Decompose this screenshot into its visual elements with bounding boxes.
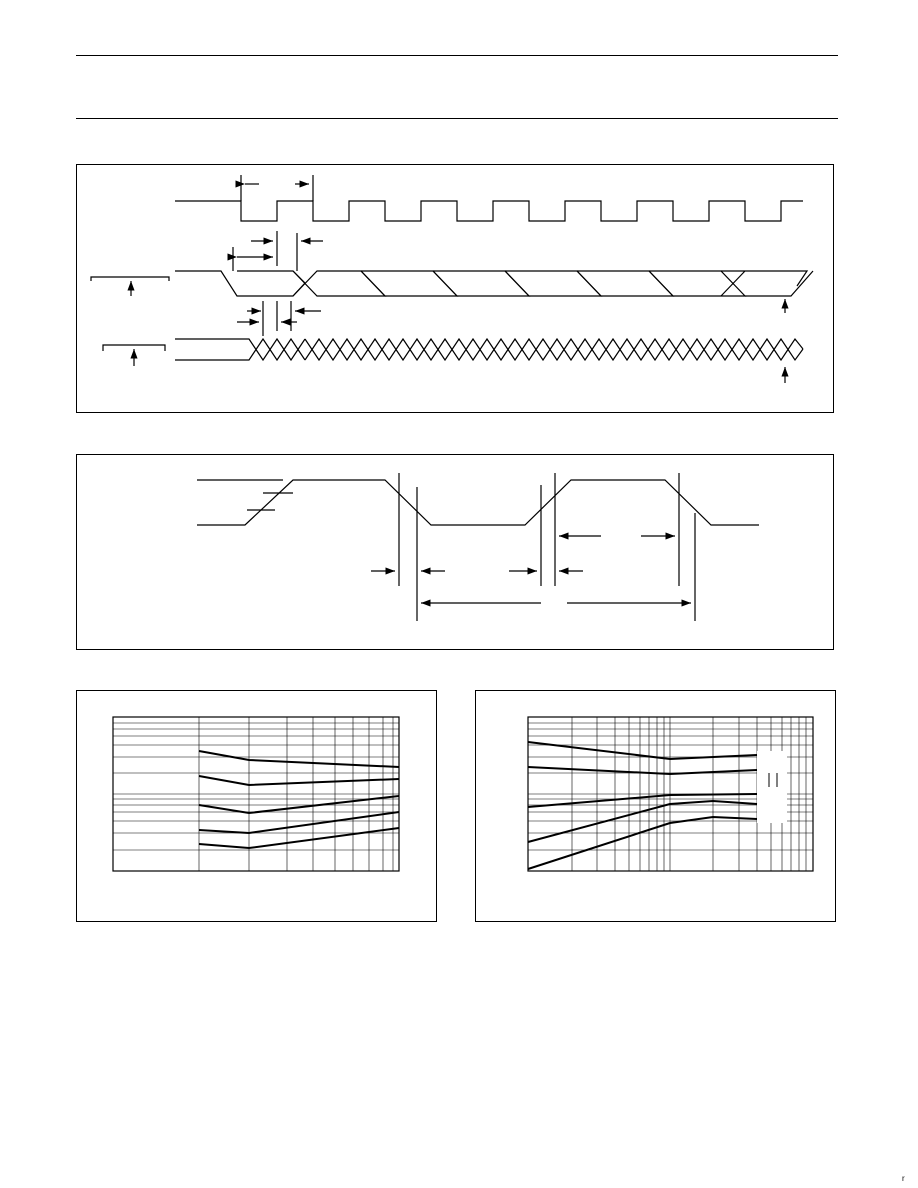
- graph-right-figure: [475, 690, 836, 922]
- page-corner-mark: r: [902, 1174, 905, 1183]
- edge-timing-figure: [76, 454, 834, 650]
- header-bottom-rule: [76, 118, 838, 119]
- edge-transition-timing: [197, 473, 759, 621]
- data-signal-2: [175, 337, 306, 362]
- graph-left-figure: [76, 690, 437, 922]
- header-top-rule: [76, 55, 838, 56]
- graph-right-curves: [527, 741, 758, 870]
- characteristic-graph-left: [112, 716, 400, 872]
- serial-timing-figure: [76, 164, 834, 413]
- graph-left-curves: [198, 750, 400, 850]
- transition-waveform: [197, 479, 759, 526]
- clock-signal: [175, 200, 803, 222]
- data-signal-1: [175, 270, 306, 297]
- serial-timing-waveform: [90, 175, 814, 383]
- characteristic-graph-right: [527, 716, 814, 872]
